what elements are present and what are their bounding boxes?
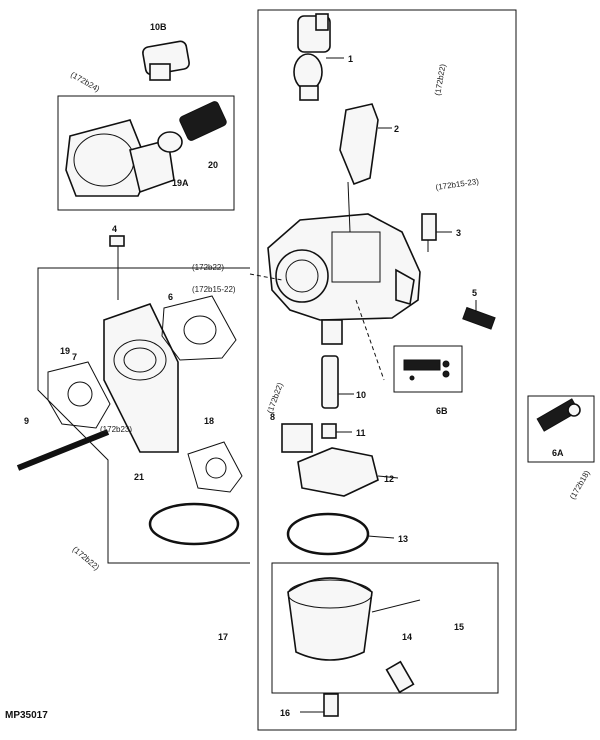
nozzle-part <box>321 355 354 409</box>
callout-1: 1 <box>348 54 353 64</box>
gasket-18-part <box>187 441 243 493</box>
jet-kit-part <box>403 359 450 381</box>
kit-frame <box>393 345 463 393</box>
choke-shaft-part <box>293 13 344 101</box>
callout-6b: 6B <box>436 406 448 416</box>
gasket-6-part <box>161 295 237 361</box>
part-11 <box>321 423 352 439</box>
air-intake-part <box>65 101 227 197</box>
elbow-10b-part <box>142 40 190 81</box>
note-top-right: (172b22) <box>433 63 447 96</box>
bowl-screw-part <box>300 693 339 717</box>
float-part <box>281 423 399 497</box>
callout-15: 15 <box>454 622 464 632</box>
note-far-right: (172b18) <box>568 468 592 501</box>
float-bowl-part <box>287 577 421 661</box>
callout-12: 12 <box>384 474 394 484</box>
o-ring-21-part <box>148 502 240 546</box>
screw-5-part <box>462 300 496 330</box>
callout-11: 11 <box>356 428 366 438</box>
carburetor-assembly-frame <box>257 9 517 731</box>
float-bowl-frame <box>271 562 499 694</box>
clip-4-part <box>109 235 125 300</box>
leader-dash-2 <box>355 299 385 381</box>
callout-19a: 19A <box>172 178 189 188</box>
carburetor-body-part <box>267 181 421 345</box>
part-6a <box>536 398 581 432</box>
bowl-gasket-part <box>286 512 395 556</box>
idle-screw-part <box>421 213 452 252</box>
callout-5: 5 <box>472 288 477 298</box>
callout-2: 2 <box>394 124 399 134</box>
callout-3: 3 <box>456 228 461 238</box>
callout-6: 6 <box>168 292 173 302</box>
callout-19: 19 <box>60 346 70 356</box>
callout-8: 8 <box>270 412 275 422</box>
diagram-id: MP35017 <box>5 710 48 721</box>
callout-6a: 6A <box>552 448 564 458</box>
stud-9-part <box>16 429 110 471</box>
callout-13: 13 <box>398 534 408 544</box>
callout-16: 16 <box>280 708 290 718</box>
throttle-plate-part <box>339 103 392 186</box>
air-intake-frame <box>57 95 235 211</box>
gasket-19-part <box>47 361 111 429</box>
callout-10: 10 <box>356 390 366 400</box>
callout-20: 20 <box>208 160 218 170</box>
note-left: (172b23) <box>100 425 132 434</box>
note-center3: (172b22) <box>265 381 285 414</box>
spacer-part <box>103 303 179 453</box>
note-bottom-left: (172b22) <box>71 545 102 573</box>
leader-dash-1 <box>249 273 283 281</box>
callout-21: 21 <box>134 472 144 482</box>
note-center: (172b22) <box>192 263 224 272</box>
drain-screw-part <box>385 660 415 694</box>
part-6a-frame <box>527 395 595 463</box>
note-center2: (172b15-22) <box>192 285 236 294</box>
callout-17: 17 <box>218 632 228 642</box>
callout-10b: 10B <box>150 22 167 32</box>
callout-18: 18 <box>204 416 214 426</box>
callout-7: 7 <box>72 352 77 362</box>
callout-4: 4 <box>112 224 117 234</box>
note-mid-right: (172b15-23) <box>435 177 480 192</box>
note-upper-left: (172b24) <box>69 70 102 94</box>
callout-14: 14 <box>402 632 412 642</box>
callout-9: 9 <box>24 416 29 426</box>
